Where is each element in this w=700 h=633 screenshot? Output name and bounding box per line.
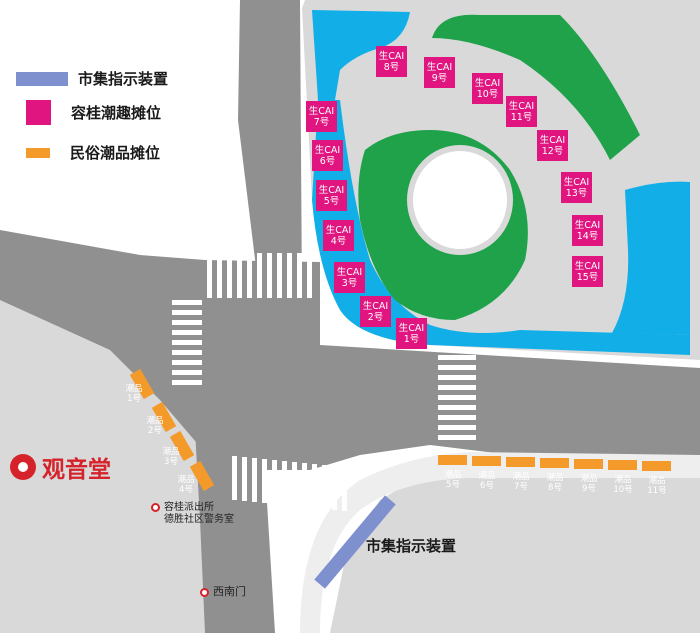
poi-police[interactable]: 容桂派出所 德胜社区警务室 — [151, 502, 234, 526]
block-southeast — [330, 470, 700, 633]
folk-stall-10 — [608, 460, 637, 470]
folk-stalls-west — [129, 368, 215, 492]
legend-folk-stall: 民俗潮品摊位 — [2, 142, 160, 163]
grass-north — [432, 14, 640, 161]
location-pin-icon — [200, 587, 209, 597]
water-north — [312, 10, 410, 100]
legend-folk-swatch — [26, 147, 50, 158]
road-main — [0, 230, 700, 478]
folk-stalls-east — [438, 455, 671, 471]
poi-south-gate[interactable]: 西南门 — [200, 586, 246, 598]
road-north — [238, 0, 302, 300]
folk-stall-5 — [438, 455, 467, 465]
folk-stall-8 — [540, 458, 569, 468]
legend-trend-swatch — [26, 100, 51, 125]
folk-stall-2 — [151, 401, 177, 433]
indicator-device — [314, 495, 396, 589]
poi-south-gate-label: 西南门 — [213, 585, 246, 598]
legend-indicator-label: 市集指示装置 — [78, 70, 169, 88]
crosswalk-west — [172, 300, 202, 385]
legend-indicator-swatch — [16, 71, 68, 86]
block-southwest-fill — [0, 385, 170, 633]
poi-guanyin[interactable]: 观音堂 — [10, 450, 111, 484]
folk-stall-3 — [169, 430, 195, 462]
folk-stall-9 — [574, 459, 603, 469]
crosswalk-east — [438, 355, 476, 440]
legend-folk-label: 民俗潮品摊位 — [70, 144, 161, 162]
legend-trend-stall: 容桂潮趣摊位 — [2, 100, 161, 125]
legend-indicator: 市集指示装置 — [16, 68, 168, 89]
location-pin-icon — [10, 454, 36, 480]
location-pin-icon — [151, 503, 160, 512]
folk-stall-11 — [642, 461, 671, 471]
legend-trend-label: 容桂潮趣摊位 — [71, 104, 162, 122]
poi-police-label: 容桂派出所 德胜社区警务室 — [164, 502, 234, 525]
folk-stall-4 — [189, 460, 215, 492]
central-pond — [407, 145, 513, 255]
water-east — [612, 181, 690, 335]
folk-stall-7 — [506, 457, 535, 467]
crosswalk-north — [207, 253, 312, 298]
poi-guanyin-label: 观音堂 — [42, 457, 111, 483]
indicator-device-label: 市集指示装置 — [366, 537, 457, 555]
crosswalk-south — [232, 456, 347, 511]
folk-stall-1 — [129, 368, 155, 400]
folk-stall-6 — [472, 456, 501, 466]
